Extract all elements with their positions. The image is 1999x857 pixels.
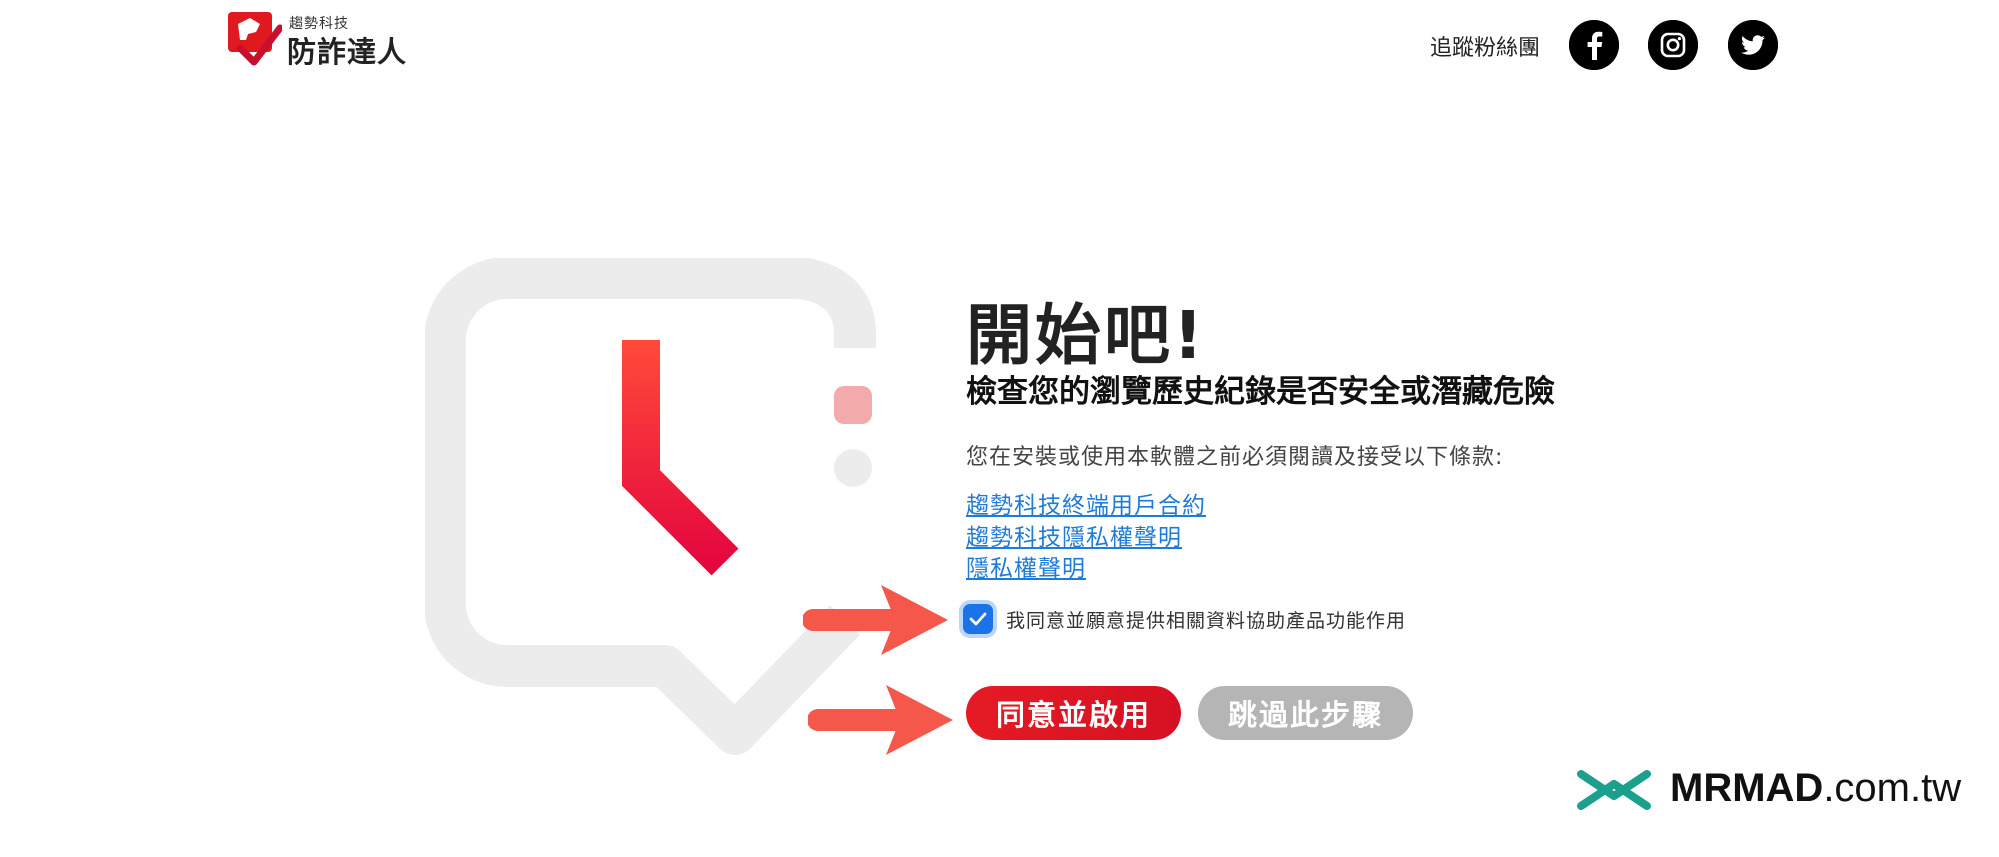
watermark-brand: MRMAD: [1670, 766, 1824, 810]
checkmark-icon: [969, 612, 987, 626]
mrmad-logo-icon: [1577, 770, 1651, 810]
instagram-link[interactable]: [1648, 20, 1698, 70]
history-clock-illustration: [425, 258, 876, 755]
logo-product-name: 防詐達人: [287, 35, 408, 69]
watermark: MRMAD.com.tw: [1575, 762, 1961, 822]
follow-label: 追蹤粉絲團: [1430, 36, 1541, 61]
page-subtitle: 檢查您的瀏覽歷史紀錄是否安全或潛藏危險: [966, 374, 1555, 410]
consent-label: 我同意並願意提供相關資料協助產品功能作用: [1006, 610, 1407, 632]
eula-link[interactable]: 趨勢科技終端用戶合約: [966, 493, 1206, 519]
annotation-arrow-button: [808, 685, 953, 755]
page-title: 開始吧!: [966, 297, 1207, 374]
consent-checkbox[interactable]: [963, 604, 993, 634]
facebook-link[interactable]: [1569, 20, 1619, 70]
annotation-arrow-checkbox: [803, 585, 948, 655]
logo-icon: [228, 12, 282, 66]
agree-enable-button[interactable]: 同意並啟用: [966, 686, 1181, 740]
terms-note: 您在安裝或使用本軟體之前必須閱讀及接受以下條款:: [966, 445, 1504, 470]
logo-company-text: 趨勢科技: [289, 16, 349, 32]
instagram-icon: [1648, 20, 1698, 70]
privacy-link[interactable]: 隱私權聲明: [966, 556, 1086, 582]
twitter-icon: [1728, 20, 1778, 70]
twitter-link[interactable]: [1728, 20, 1778, 70]
watermark-domain: .com.tw: [1823, 766, 1962, 810]
watermark-text: MRMAD.com.tw: [1670, 766, 1961, 811]
skip-step-button[interactable]: 跳過此步驟: [1198, 686, 1413, 740]
logo: 趨勢科技 防詐達人: [226, 10, 426, 69]
facebook-icon: [1569, 20, 1619, 70]
trend-privacy-link[interactable]: 趨勢科技隱私權聲明: [966, 525, 1182, 551]
